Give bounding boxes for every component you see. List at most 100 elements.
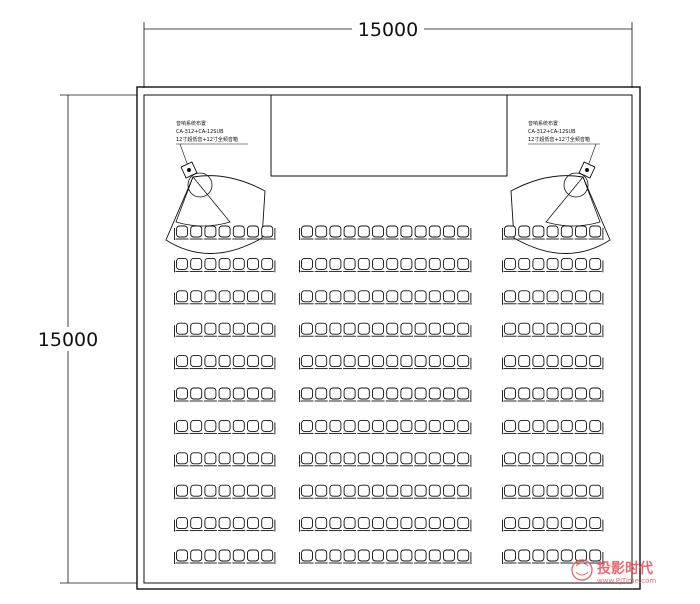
seat — [232, 549, 246, 564]
seat — [546, 484, 560, 499]
seat — [560, 387, 574, 402]
seat-row-left — [174, 419, 276, 435]
seat — [314, 549, 328, 564]
seat — [560, 517, 574, 532]
seat — [546, 452, 560, 467]
right-speaker-coverage-outer — [510, 175, 611, 254]
seat — [232, 225, 246, 240]
seat — [385, 517, 399, 532]
seat — [343, 419, 357, 434]
seat — [546, 322, 560, 337]
width-dimension-label: 15000 — [358, 19, 418, 41]
seat — [428, 419, 442, 434]
watermark: 投影时代 www.PjTime.com — [571, 559, 656, 585]
seat — [328, 225, 342, 240]
seat — [300, 225, 314, 240]
seat — [328, 484, 342, 499]
seat — [456, 517, 470, 532]
seat-row-right — [502, 322, 604, 338]
seat — [442, 517, 456, 532]
seat — [442, 452, 456, 467]
seat-row-right — [502, 452, 604, 467]
seat — [560, 225, 574, 240]
seat — [588, 419, 602, 434]
seat — [175, 517, 189, 532]
seat — [503, 484, 517, 499]
left-speaker-coverage-outer — [165, 175, 266, 254]
seat — [203, 452, 217, 467]
seat — [546, 355, 560, 370]
seat — [456, 322, 470, 337]
seat — [517, 549, 531, 564]
room-inner-wall — [143, 94, 633, 584]
seat — [357, 549, 371, 564]
left-speaker-label-1: 音响系统布置 — [176, 120, 206, 127]
seat — [517, 355, 531, 370]
seat — [588, 290, 602, 305]
seat — [246, 387, 260, 402]
seat — [399, 322, 413, 337]
seat — [531, 452, 545, 467]
seat — [175, 484, 189, 499]
seat — [218, 387, 232, 402]
seat — [357, 290, 371, 305]
seat — [560, 257, 574, 272]
seat — [300, 517, 314, 532]
seat — [203, 355, 217, 370]
seat — [260, 355, 274, 370]
seat — [503, 290, 517, 305]
seat — [456, 484, 470, 499]
seat — [357, 419, 371, 434]
seat — [328, 257, 342, 272]
seat — [371, 355, 385, 370]
seat-row-left — [174, 225, 276, 240]
seat — [385, 225, 399, 240]
seat — [175, 225, 189, 240]
watermark-text: 投影时代 — [597, 560, 653, 577]
seat — [189, 322, 203, 337]
seat — [414, 322, 428, 337]
seat — [588, 517, 602, 532]
seat — [232, 322, 246, 337]
seat — [428, 484, 442, 499]
seat-row-left — [174, 549, 276, 564]
seat — [232, 257, 246, 272]
seat — [300, 549, 314, 564]
seat — [531, 419, 545, 434]
seat — [517, 322, 531, 337]
seat — [517, 452, 531, 467]
seat — [218, 549, 232, 564]
seat — [442, 387, 456, 402]
seat — [175, 322, 189, 337]
seat — [428, 452, 442, 467]
seat — [218, 355, 232, 370]
seat — [189, 484, 203, 499]
seat — [314, 419, 328, 434]
seat — [442, 549, 456, 564]
seat — [574, 387, 588, 402]
seat — [371, 484, 385, 499]
seat — [357, 257, 371, 272]
seat — [456, 290, 470, 305]
seat — [218, 257, 232, 272]
seat — [546, 517, 560, 532]
right-speaker-label-1: 音响系统布置 — [528, 120, 558, 127]
seat — [588, 387, 602, 402]
seat — [414, 387, 428, 402]
right-speaker-coverage-circle — [563, 172, 589, 198]
seat — [343, 225, 357, 240]
seat — [531, 322, 545, 337]
seat — [531, 225, 545, 240]
seat — [260, 549, 274, 564]
seat — [175, 355, 189, 370]
seat-row-right — [502, 225, 604, 240]
seat — [546, 419, 560, 434]
seat — [574, 419, 588, 434]
watermark-logo-icon — [571, 559, 593, 581]
seat-row-right — [502, 484, 604, 500]
seat — [314, 322, 328, 337]
seat — [371, 452, 385, 467]
seat — [314, 355, 328, 370]
seat — [546, 257, 560, 272]
